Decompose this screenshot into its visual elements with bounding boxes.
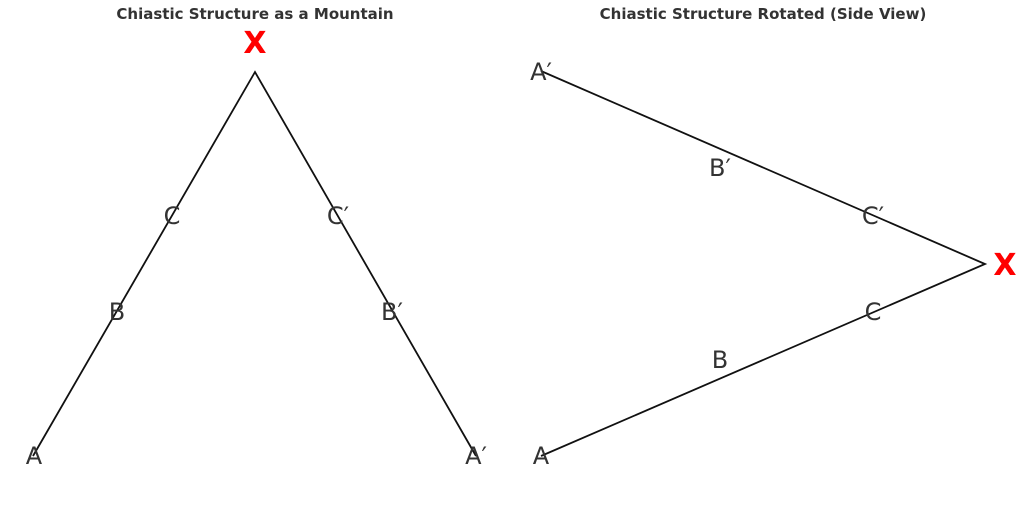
label-b: B xyxy=(109,298,125,326)
label-c-prime: C′ xyxy=(862,202,884,230)
right-panel-side-view: Chiastic Structure Rotated (Side View) A… xyxy=(530,5,1017,470)
label-a-prime: A′ xyxy=(530,58,552,86)
label-c: C xyxy=(164,202,181,230)
side-view-outline xyxy=(540,70,988,457)
label-c-prime: C′ xyxy=(327,202,349,230)
apex-label-x: X xyxy=(243,26,266,61)
label-c: C xyxy=(865,298,882,326)
label-a-prime: A′ xyxy=(465,442,487,470)
label-b: B xyxy=(712,346,728,374)
mountain-outline xyxy=(32,70,477,457)
label-b-prime: B′ xyxy=(709,154,731,182)
apex-label-x: X xyxy=(993,248,1016,283)
label-a: A xyxy=(26,442,43,470)
right-panel-title: Chiastic Structure Rotated (Side View) xyxy=(600,5,927,23)
label-a: A xyxy=(533,442,550,470)
left-panel-title: Chiastic Structure as a Mountain xyxy=(116,5,393,23)
left-panel-mountain: Chiastic Structure as a Mountain X C C′ … xyxy=(26,5,487,470)
label-b-prime: B′ xyxy=(381,298,403,326)
